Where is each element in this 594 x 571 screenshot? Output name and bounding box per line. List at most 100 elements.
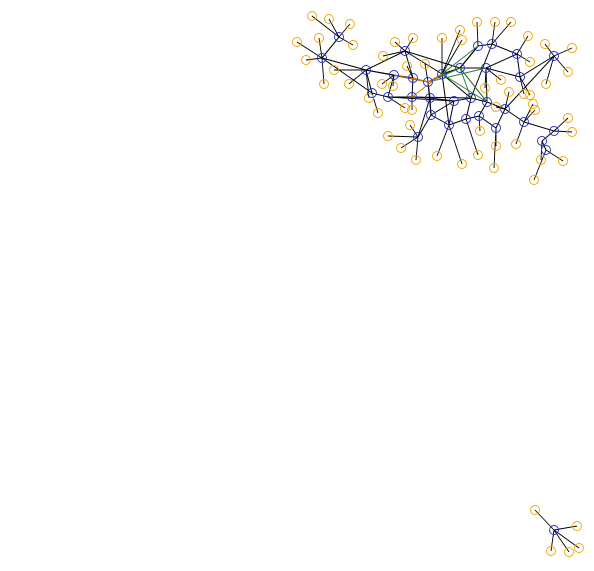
leaf-node	[536, 155, 546, 165]
edge-leaf	[387, 135, 419, 138]
edge-leaf	[553, 529, 580, 549]
hub-node	[444, 120, 454, 130]
leaf-node	[475, 126, 485, 136]
edge-leaf	[394, 41, 406, 52]
leaf-node	[314, 33, 324, 43]
edge-hub	[465, 97, 472, 120]
leaf-node	[344, 79, 354, 89]
hub-node	[549, 51, 559, 61]
edge-hub	[404, 50, 443, 75]
leaf-node	[496, 75, 506, 85]
leaf-node	[400, 103, 410, 113]
hub-node	[437, 69, 447, 79]
edge-hub	[485, 53, 518, 69]
hub-node	[408, 73, 418, 83]
hub-node	[519, 117, 529, 127]
edge-leaf	[485, 67, 502, 81]
edge-hub	[486, 101, 506, 110]
edge-hub	[448, 118, 467, 126]
edge-highlight-green	[459, 67, 472, 99]
hub-node	[474, 111, 484, 121]
edge-leaf	[348, 69, 367, 85]
leaf-node	[345, 19, 355, 29]
edge-leaf	[491, 21, 496, 45]
leaf-node	[319, 79, 329, 89]
edge-leaf	[545, 149, 564, 162]
leaf-node	[491, 141, 501, 151]
leaf-node	[408, 33, 418, 43]
hub-node	[400, 46, 410, 56]
edge-leaf	[515, 121, 525, 145]
edge-hub	[453, 97, 472, 102]
hub-node	[549, 126, 559, 136]
hub-node	[473, 41, 483, 51]
edge-leaf	[553, 55, 569, 73]
edge-leaf	[381, 74, 395, 85]
leaf-node	[523, 31, 533, 41]
edge-leaf	[415, 136, 419, 161]
leaf-node	[301, 55, 311, 65]
hub-node	[423, 77, 433, 87]
edge-leaf	[305, 57, 323, 61]
edge-leaf	[550, 529, 555, 552]
edge-hub	[387, 74, 395, 98]
hub-node	[500, 104, 510, 114]
edge-hub	[448, 100, 455, 126]
edge-leaf	[409, 124, 419, 138]
leaf-node	[541, 79, 551, 89]
hub-node	[449, 96, 459, 106]
edge-hub	[417, 97, 431, 138]
hub-node	[426, 110, 436, 120]
edge-leaf	[516, 35, 529, 55]
edge-hub	[470, 43, 493, 99]
edge-hub	[504, 108, 525, 123]
edge-hub	[411, 96, 472, 99]
edge-leaf	[404, 37, 414, 52]
leaf-node	[572, 521, 582, 531]
edge-hub	[387, 96, 455, 102]
edge-hub	[504, 55, 555, 110]
leaf-node	[546, 546, 556, 556]
edge-hub	[465, 115, 480, 120]
edge-hub	[365, 50, 406, 71]
edge-leaf	[553, 529, 570, 553]
edge-leaf	[387, 96, 406, 109]
leaf-node	[563, 113, 573, 123]
leaf-node	[504, 87, 514, 97]
edge-leaf	[318, 37, 323, 59]
edge-hub	[491, 43, 518, 55]
edge-hub	[519, 55, 555, 78]
edge-leaf	[553, 525, 578, 531]
leaf-node	[292, 37, 302, 47]
leaf-node	[472, 17, 482, 27]
leaf-node	[405, 120, 415, 130]
edge-hub	[321, 57, 367, 71]
leaf-node	[519, 89, 529, 99]
edge-leaf	[338, 23, 351, 38]
edge-hub	[516, 53, 521, 78]
edge-hub	[523, 121, 555, 132]
leaf-node	[432, 151, 442, 161]
hub-node	[491, 123, 501, 133]
leaf-node	[574, 543, 584, 553]
hub-node	[317, 53, 327, 63]
leaf-node	[457, 35, 467, 45]
edge-hub	[371, 92, 389, 98]
leaf-node	[407, 105, 417, 115]
leaf-node	[437, 33, 447, 43]
edge-leaf	[382, 50, 406, 57]
leaf-node	[329, 65, 339, 75]
edge-leaf	[533, 149, 547, 181]
edge-hub	[485, 67, 521, 78]
hub-node	[537, 136, 547, 146]
leaf-node	[396, 143, 406, 153]
leaf-node	[457, 159, 467, 169]
leaf-node	[364, 93, 374, 103]
hub-node	[383, 92, 393, 102]
leaf-node	[511, 139, 521, 149]
leaf-node	[525, 90, 535, 100]
leaf-node	[390, 37, 400, 47]
edge-leaf	[516, 53, 531, 63]
leaf-node	[307, 11, 317, 21]
